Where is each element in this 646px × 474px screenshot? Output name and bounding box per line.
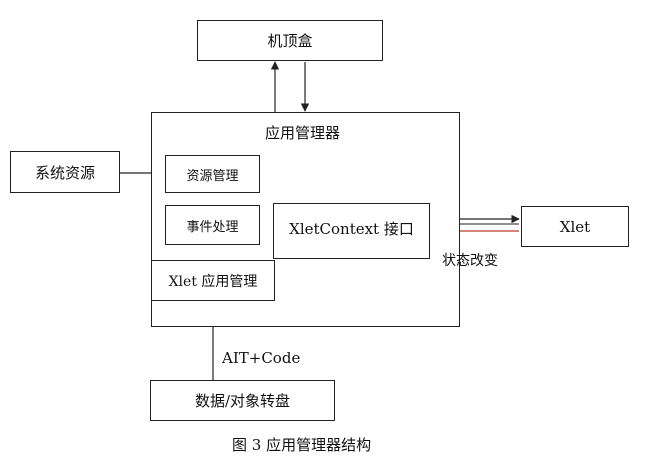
state-change-label: 状态改变 <box>442 253 498 269</box>
xlet-context-box: XletContext 接口 <box>273 203 430 259</box>
app-manager-title: 应用管理器 <box>265 124 341 142</box>
resource-management-box: 资源管理 <box>165 155 260 193</box>
data-carousel-box: 数据/对象转盘 <box>150 380 335 421</box>
system-resources-box: 系统资源 <box>10 151 120 193</box>
xlet-app-management-label: Xlet 应用管理 <box>168 273 258 290</box>
event-handling-box: 事件处理 <box>165 205 260 245</box>
data-carousel-label: 数据/对象转盘 <box>194 392 291 410</box>
stb-box: 机顶盒 <box>197 20 383 61</box>
figure-caption: 图 3 应用管理器结构 <box>232 436 372 454</box>
xlet-label: Xlet <box>559 217 591 236</box>
event-handling-label: 事件处理 <box>186 219 239 235</box>
xlet-app-management-box: Xlet 应用管理 <box>151 260 275 301</box>
xlet-context-label: XletContext 接口 <box>289 220 414 238</box>
ait-code-label: AIT+Code <box>222 349 301 367</box>
resource-management-label: 资源管理 <box>186 168 239 184</box>
system-resources-label: 系统资源 <box>34 163 95 182</box>
stb-label: 机顶盒 <box>267 32 313 50</box>
xlet-box: Xlet <box>521 206 629 247</box>
